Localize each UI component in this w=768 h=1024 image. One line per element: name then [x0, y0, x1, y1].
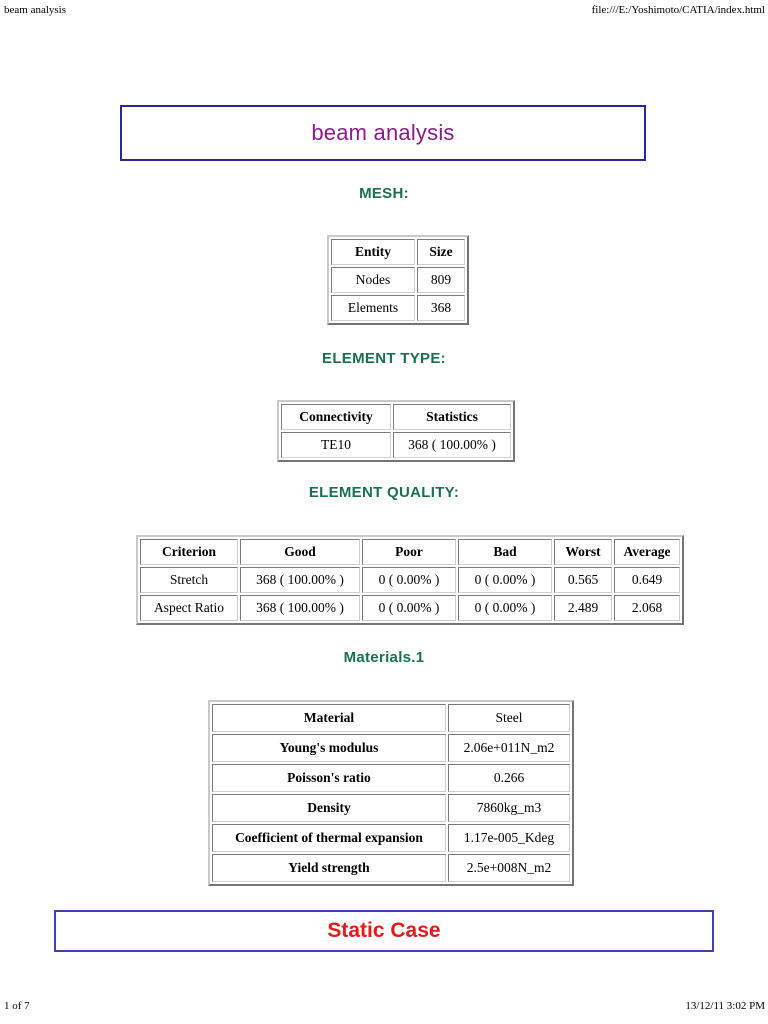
element-type-section-heading: ELEMENT TYPE:	[322, 350, 446, 367]
quality-header-criterion: Criterion	[140, 539, 238, 565]
quality-cell-bad-aspect-ratio: 0 ( 0.00% )	[458, 595, 552, 621]
mesh-cell-entity-nodes: Nodes	[331, 267, 415, 293]
table-row: Young's modulus 2.06e+011N_m2	[212, 734, 570, 762]
table-row: Aspect Ratio 368 ( 100.00% ) 0 ( 0.00% )…	[140, 595, 680, 621]
quality-header-poor: Poor	[362, 539, 456, 565]
table-row: Material Steel	[212, 704, 570, 732]
table-row: Coefficient of thermal expansion 1.17e-0…	[212, 824, 570, 852]
material-value-yield-strength: 2.5e+008N_m2	[448, 854, 570, 882]
material-label-youngs-modulus: Young's modulus	[212, 734, 446, 762]
table-row: Yield strength 2.5e+008N_m2	[212, 854, 570, 882]
quality-header-good: Good	[240, 539, 360, 565]
footer-page-number: 1 of 7	[4, 1000, 30, 1012]
material-value-poissons-ratio: 0.266	[448, 764, 570, 792]
quality-cell-worst-stretch: 0.565	[554, 567, 612, 593]
table-header-row: Connectivity Statistics	[281, 404, 511, 430]
quality-cell-criterion-aspect-ratio: Aspect Ratio	[140, 595, 238, 621]
material-value-material: Steel	[448, 704, 570, 732]
table-row: Nodes 809	[331, 267, 465, 293]
header-document-title: beam analysis	[4, 4, 67, 16]
mesh-cell-entity-elements: Elements	[331, 295, 415, 321]
mesh-cell-size-nodes: 809	[417, 267, 465, 293]
element-quality-table: Criterion Good Poor Bad Worst Average St…	[136, 535, 684, 625]
material-value-density: 7860kg_m3	[448, 794, 570, 822]
quality-cell-average-aspect-ratio: 2.068	[614, 595, 680, 621]
etype-cell-statistics: 368 ( 100.00% )	[393, 432, 511, 458]
mesh-cell-size-elements: 368	[417, 295, 465, 321]
quality-header-bad: Bad	[458, 539, 552, 565]
element-type-table: Connectivity Statistics TE10 368 ( 100.0…	[277, 400, 515, 462]
quality-header-worst: Worst	[554, 539, 612, 565]
table-row: Density 7860kg_m3	[212, 794, 570, 822]
header-file-url: file:///E:/Yoshimoto/CATIA/index.html	[591, 4, 765, 16]
materials-table: Material Steel Young's modulus 2.06e+011…	[208, 700, 574, 886]
table-row: Poisson's ratio 0.266	[212, 764, 570, 792]
quality-cell-average-stretch: 0.649	[614, 567, 680, 593]
static-case-banner: Static Case	[54, 910, 714, 952]
material-label-material: Material	[212, 704, 446, 732]
material-label-yield-strength: Yield strength	[212, 854, 446, 882]
material-value-youngs-modulus: 2.06e+011N_m2	[448, 734, 570, 762]
mesh-header-entity: Entity	[331, 239, 415, 265]
quality-cell-good-stretch: 368 ( 100.00% )	[240, 567, 360, 593]
etype-header-statistics: Statistics	[393, 404, 511, 430]
materials-section-heading: Materials.1	[343, 649, 425, 666]
table-row: Elements 368	[331, 295, 465, 321]
table-header-row: Entity Size	[331, 239, 465, 265]
material-label-thermal-expansion: Coefficient of thermal expansion	[212, 824, 446, 852]
table-header-row: Criterion Good Poor Bad Worst Average	[140, 539, 680, 565]
report-title-text: beam analysis	[311, 120, 455, 145]
quality-cell-good-aspect-ratio: 368 ( 100.00% )	[240, 595, 360, 621]
etype-header-connectivity: Connectivity	[281, 404, 391, 430]
footer-timestamp: 13/12/11 3:02 PM	[685, 1000, 765, 1012]
table-row: Stretch 368 ( 100.00% ) 0 ( 0.00% ) 0 ( …	[140, 567, 680, 593]
element-quality-section-heading: ELEMENT QUALITY:	[308, 484, 460, 501]
material-label-density: Density	[212, 794, 446, 822]
static-case-text: Static Case	[327, 919, 441, 942]
quality-cell-poor-stretch: 0 ( 0.00% )	[362, 567, 456, 593]
quality-cell-bad-stretch: 0 ( 0.00% )	[458, 567, 552, 593]
mesh-header-size: Size	[417, 239, 465, 265]
mesh-table: Entity Size Nodes 809 Elements 368	[327, 235, 469, 325]
material-label-poissons-ratio: Poisson's ratio	[212, 764, 446, 792]
quality-cell-worst-aspect-ratio: 2.489	[554, 595, 612, 621]
quality-header-average: Average	[614, 539, 680, 565]
report-title-banner: beam analysis	[120, 105, 646, 161]
table-row: TE10 368 ( 100.00% )	[281, 432, 511, 458]
quality-cell-poor-aspect-ratio: 0 ( 0.00% )	[362, 595, 456, 621]
mesh-section-heading: MESH:	[359, 185, 409, 202]
etype-cell-connectivity: TE10	[281, 432, 391, 458]
quality-cell-criterion-stretch: Stretch	[140, 567, 238, 593]
material-value-thermal-expansion: 1.17e-005_Kdeg	[448, 824, 570, 852]
